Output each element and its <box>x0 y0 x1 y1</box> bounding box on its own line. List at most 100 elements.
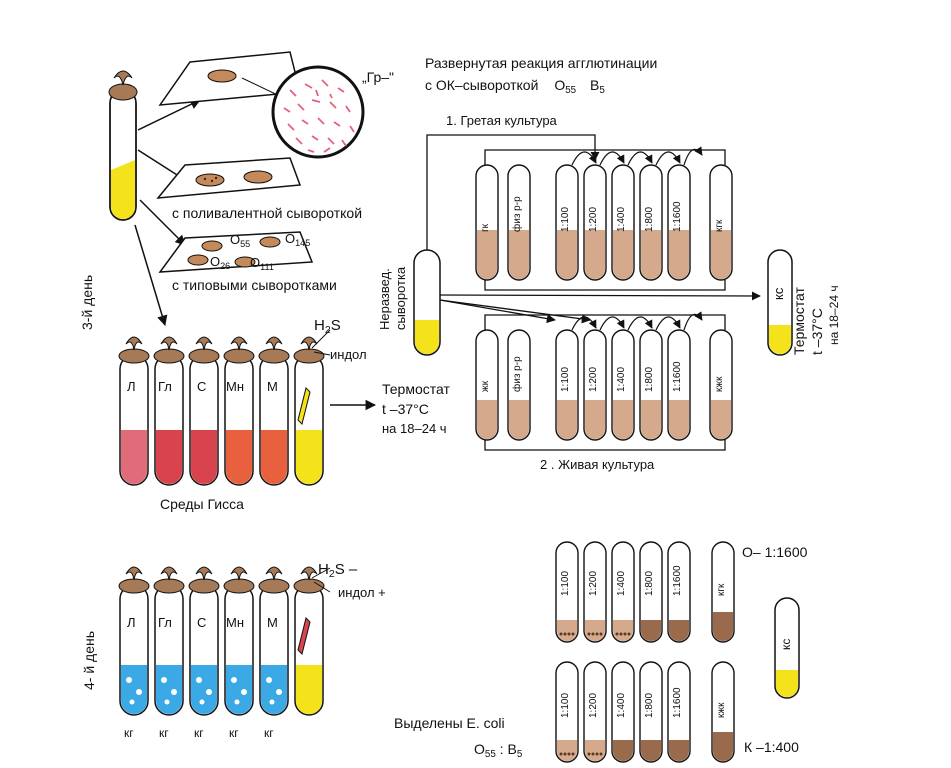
rack-bottom-fill-6 <box>669 400 689 439</box>
rack-top-label-5: 1:800 <box>644 206 655 232</box>
res-bottom-fill-3 <box>641 740 661 761</box>
res-bottom-label-1: 1:200 <box>588 692 599 718</box>
rack-bottom-label-4: 1:400 <box>616 366 627 392</box>
res-top-fill-3 <box>641 620 661 641</box>
res-bottom-fill-2 <box>613 740 633 761</box>
indol-top-label: индол <box>330 347 367 362</box>
rack-top-label-3: 1:200 <box>588 206 599 232</box>
res-bottom-fill-1 <box>585 740 605 761</box>
h2s-top-label: Н2S <box>314 317 341 336</box>
hiss-media-label: Среды Гисса <box>160 496 244 512</box>
rack-top-fill-0 <box>477 230 497 279</box>
medium4-Mn: Мн <box>226 615 245 630</box>
rack-top-fill-6 <box>669 230 689 279</box>
rack-top-fill-7 <box>711 230 731 279</box>
res-top-fill-1 <box>585 620 605 641</box>
thermostat-right-1: Термостат <box>791 287 807 355</box>
o145-label: О145 <box>285 231 311 248</box>
day4-label: 4- й день <box>81 630 97 690</box>
rack-bottom-label-7: кжк <box>714 376 725 392</box>
rack-bottom-tubes <box>475 329 733 441</box>
gr-label: „Гр–" <box>362 69 394 85</box>
rack-bottom-label-3: 1:200 <box>588 366 599 392</box>
res-bottom-tube-2 <box>611 661 635 763</box>
rack-bottom-label-1: физ р-р <box>512 356 523 392</box>
rack-top-fill-4 <box>613 230 633 279</box>
rack-bottom-fill-1 <box>509 400 529 439</box>
rack-top-label-4: 1:400 <box>616 206 627 232</box>
res-bottom-label-2: 1:400 <box>616 692 627 718</box>
rack-top-label-2: 1:100 <box>560 206 571 232</box>
heated-culture-label: 1. Гретая культура <box>446 113 557 128</box>
source-tube <box>108 70 138 221</box>
medium4-Gl: Гл <box>158 615 172 630</box>
res-top-tube-1 <box>583 541 607 643</box>
res-top-label-2: 1:400 <box>616 570 627 596</box>
title-serum: с ОК–сывороткой <box>425 77 539 93</box>
thermostat-right-2: t –37°С <box>809 308 825 355</box>
thermostat-mid-1: Термостат <box>382 381 450 397</box>
ks-result-tube <box>774 597 800 699</box>
kg-label-2: кг <box>159 726 169 740</box>
res-bottom-tube-0 <box>555 661 579 763</box>
rack-bottom-label-0: жк <box>480 380 491 392</box>
type-sera-label: с типовыми сыворотками <box>172 277 337 293</box>
medium-Gl: Гл <box>158 379 172 394</box>
rack-top-fill-3 <box>585 230 605 279</box>
res-bottom-fill-0 <box>557 740 577 761</box>
undiluted-serum-tube <box>413 249 441 356</box>
rack-bottom-fill-7 <box>711 400 731 439</box>
res-bottom-label-0: 1:100 <box>560 692 571 718</box>
title-b-sub: 5 <box>599 85 605 96</box>
undiluted-serum-1: Неразвед. <box>377 268 392 330</box>
k-titer-label: К –1:400 <box>744 739 799 755</box>
rack-bottom-label-2: 1:100 <box>560 366 571 392</box>
res-top-label-4: 1:1600 <box>672 565 683 596</box>
o26-label: О26 <box>210 254 231 271</box>
res-bottom-tube-1 <box>583 661 607 763</box>
rack-bottom-fill-0 <box>477 400 497 439</box>
polyvalent-serum-label: с поливалентной сывороткой <box>172 205 363 221</box>
res-top-label-3: 1:800 <box>644 570 655 596</box>
title-b: В <box>590 77 600 93</box>
res-bottom-tube-3 <box>639 661 663 763</box>
res-top-tube-4 <box>667 541 691 643</box>
res-bottom-label-3: 1:800 <box>644 692 655 718</box>
slide-polyvalent <box>156 157 302 199</box>
microscope-field <box>271 65 365 159</box>
kg-label-5: кг <box>264 726 274 740</box>
res-top-ctrl-fill <box>713 612 733 641</box>
rack-bottom-label-6: 1:1600 <box>672 361 683 392</box>
res-top-fill-2 <box>613 620 633 641</box>
res-top-ctrl-label: кгк <box>716 583 727 596</box>
medium-L: Л <box>127 379 136 394</box>
res-bottom-fill-4 <box>669 740 689 761</box>
medium-M: М <box>267 379 278 394</box>
indol-bottom-label: индол + <box>338 585 386 600</box>
thermostat-right-3: на 18–24 ч <box>827 285 841 345</box>
kg-label-3: кг <box>194 726 204 740</box>
isolated-label: Выделены E. coli <box>394 715 505 731</box>
medium-S: С <box>197 379 207 394</box>
rack-bottom-fill-2 <box>557 400 577 439</box>
kg-label-1: кг <box>124 726 134 740</box>
thermostat-mid-3: на 18–24 ч <box>382 421 447 436</box>
title-o: О <box>554 77 566 93</box>
medium-Mn: Мн <box>226 379 245 394</box>
hiss-tubes-day3 <box>118 329 331 486</box>
rack-top-label-1: физ р-р <box>512 196 523 232</box>
res-bottom-ctrl-label: кжк <box>716 702 727 718</box>
rack-top-tubes <box>475 164 733 281</box>
title-o-sub: 55 <box>565 85 577 96</box>
rack-top-label-7: кгк <box>714 219 725 232</box>
hiss-tubes-day4 <box>118 566 331 716</box>
rack-bottom-fill-4 <box>613 400 633 439</box>
rack-top-fill-1 <box>509 230 529 279</box>
medium4-M: М <box>267 615 278 630</box>
o55-label: О55 <box>230 232 251 249</box>
kg-label-4: кг <box>229 726 239 740</box>
res-top-tube-0 <box>555 541 579 643</box>
rack-top-fill-5 <box>641 230 661 279</box>
title-line2: с ОК–сывороткой О55 В5 <box>425 78 605 96</box>
